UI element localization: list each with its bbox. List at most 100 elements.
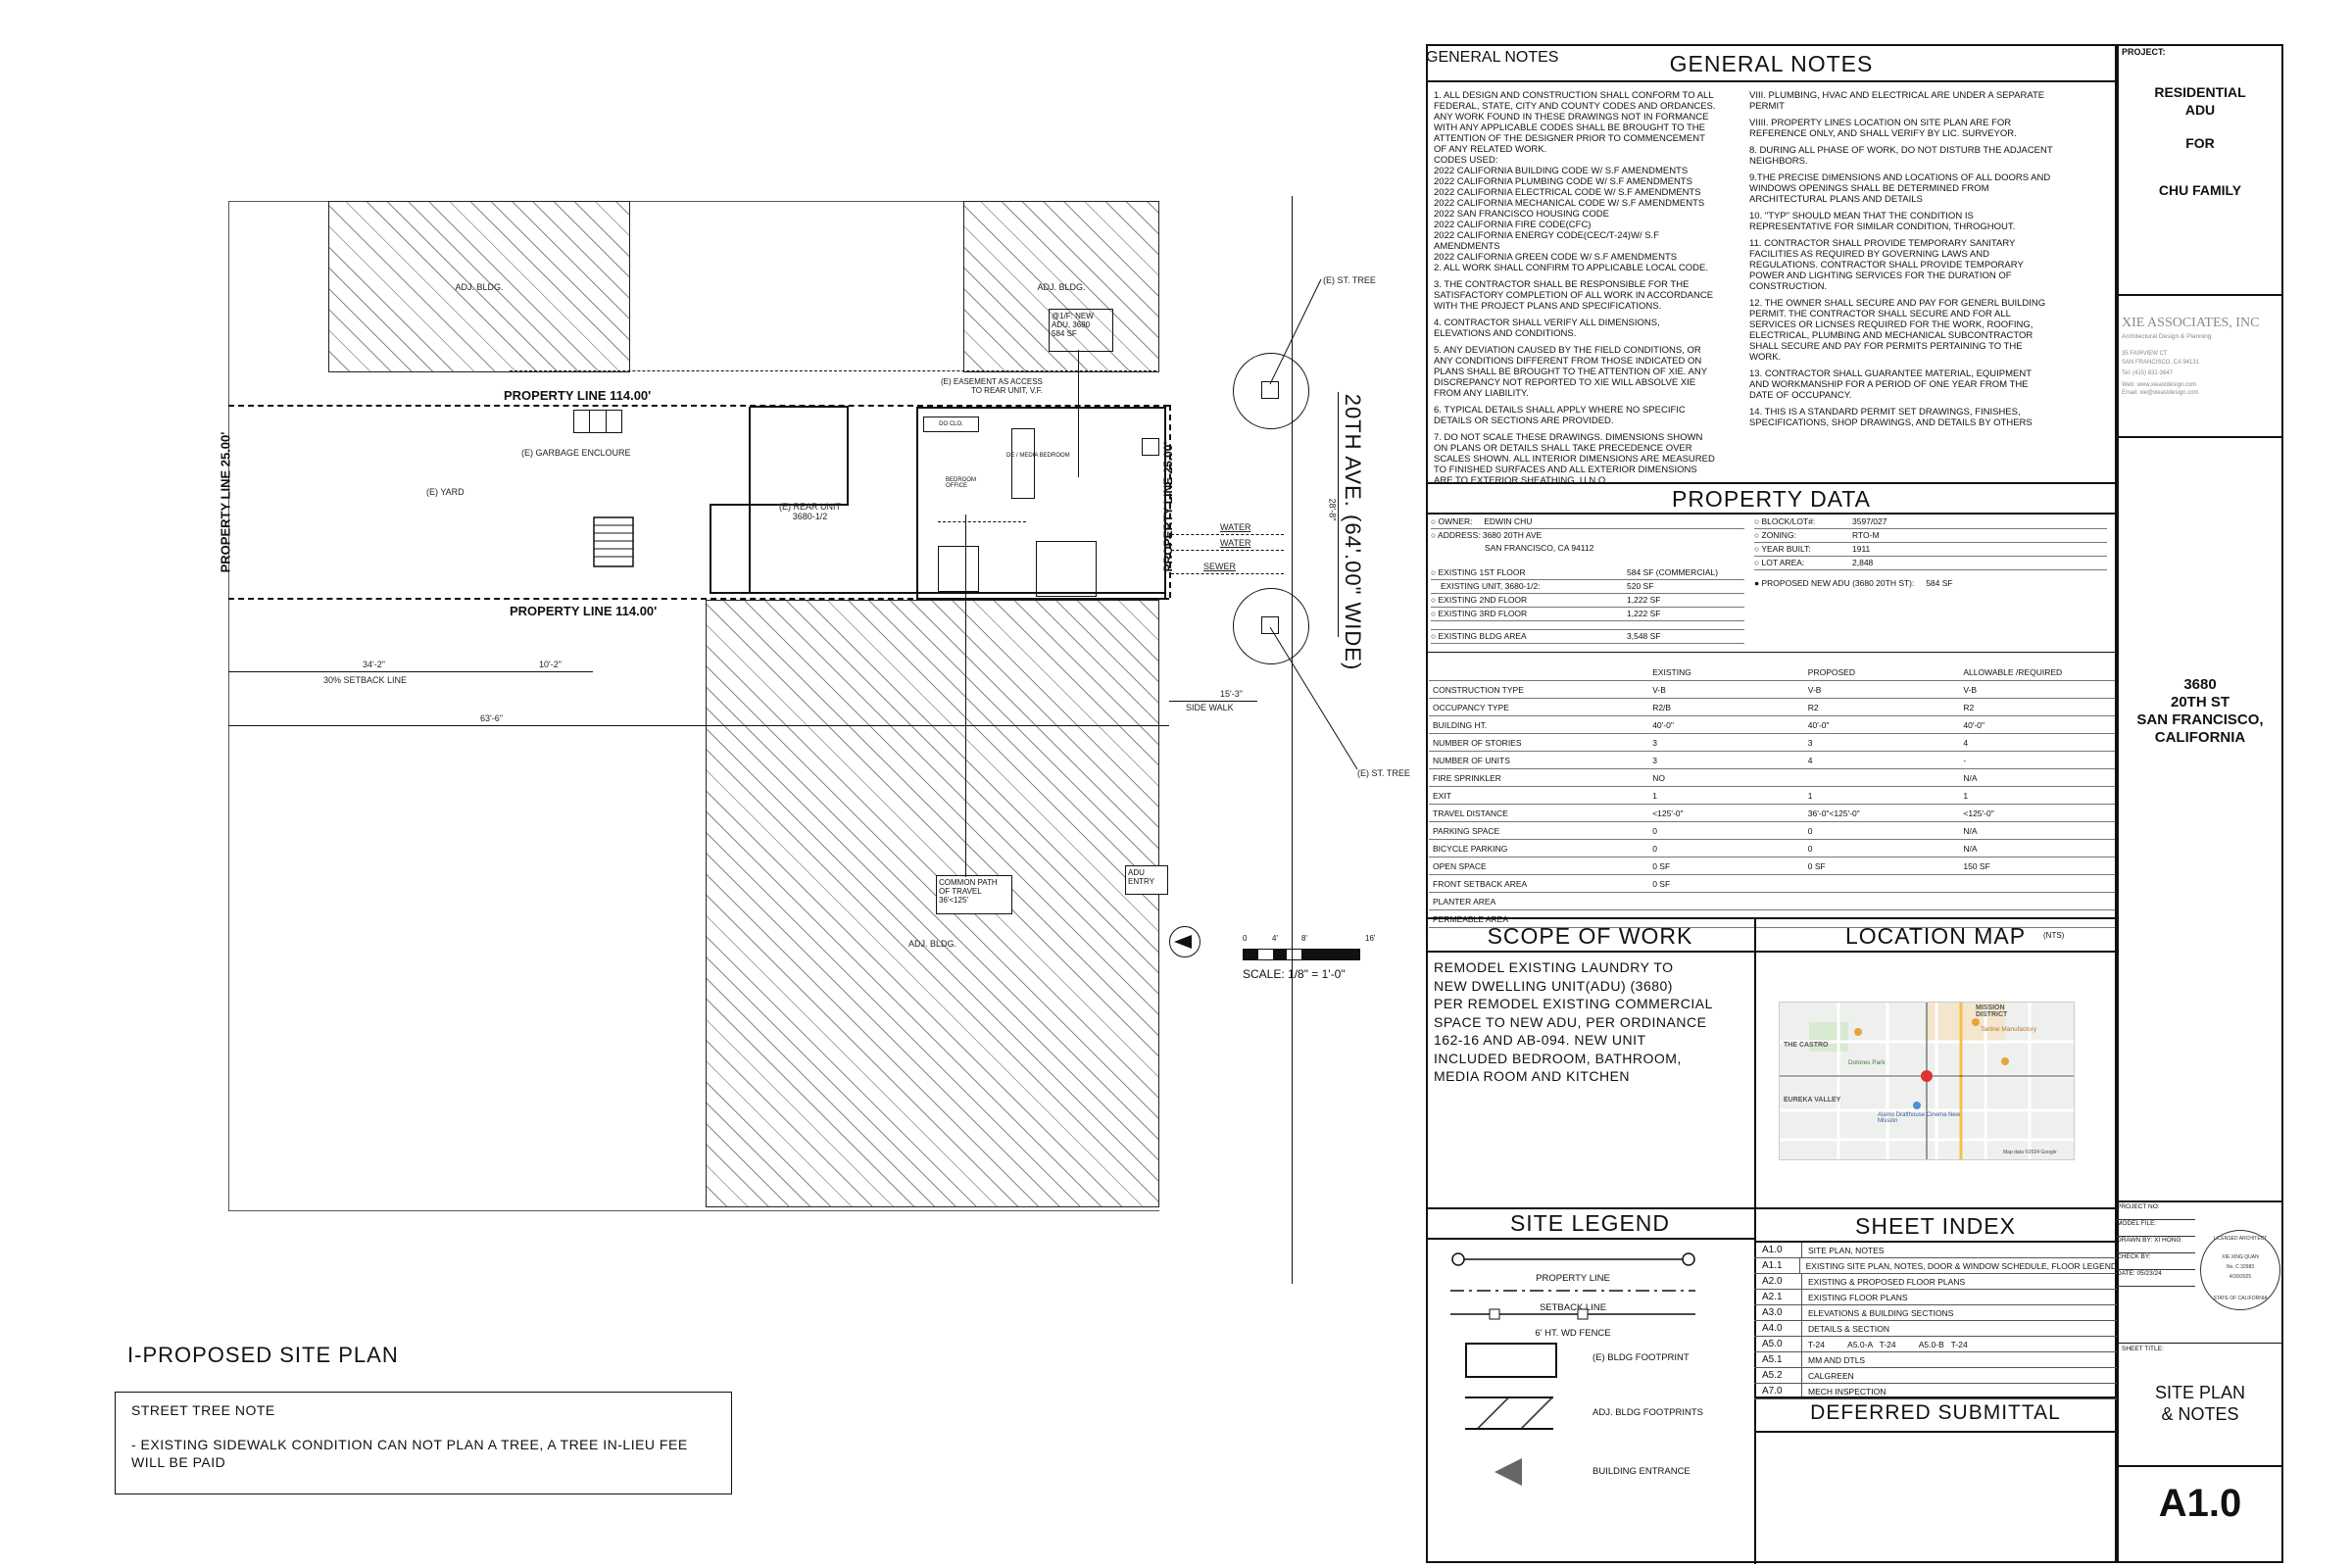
room-media: DE / MEDIA BEDROOM [1006,453,1070,459]
common-path-leader [965,514,966,877]
location-map[interactable]: THE CASTRO EUREKA VALLEY MISSION DISTRIC… [1779,1002,2075,1160]
firm-line: Tel: (415) 832-3647 [2122,370,2174,376]
sheet-number: A1.0 [2158,1482,2242,1525]
garbage-label: (E) GARBAGE ENCLOURE [521,448,631,458]
stamp-line: XIE XING QUAN [2222,1254,2259,1260]
property-table-cell: NO [1648,768,1804,787]
meta-fields: PROJECT NO: MODEL FILE: DRAWN BY: XI HON… [2117,1203,2195,1287]
nts-label: (NTS) [2043,931,2065,940]
property-table-cell: R2/B [1648,698,1804,716]
adj-bldg-label: ADJ. BLDG. [455,282,504,292]
water-line-1 [1171,534,1284,535]
divider [2117,294,2283,296]
new-adu-footprint: DO CLO. DE / MEDIA BEDROOM BEDROOM OFFIC… [916,407,1166,600]
meta-row: PROJECT NO: [2117,1203,2195,1220]
property-table-cell: - [1959,751,2115,769]
meta-value: XI HONG [2154,1237,2181,1244]
deferred-submittal-title: DEFERRED SUBMITTAL [1810,1401,2061,1424]
existing-bldg-label: EXISTING BLDG AREA [1438,631,1527,641]
new-adu-callout: @1/F: NEW ADU, 3680 584 SF [1049,309,1113,352]
existing-row: EXISTING UNIT, 3680-1/2:520 SF [1431,580,1744,594]
garbage-enclosure [573,410,622,433]
dim-10-line [495,671,593,672]
property-table-cell: 3 [1803,733,1960,752]
divider [1426,80,2117,82]
legend-label: 6' HT. WD FENCE [1535,1328,1611,1339]
water-1-label: WATER [1220,522,1251,532]
water-2-label: WATER [1220,538,1251,548]
dim-34-label: 34'-2" [363,660,385,669]
lot-area-row: ○ LOT AREA:2,848 [1754,557,2107,570]
meta-row: MODEL FILE: [2117,1220,2195,1237]
property-table-cell: OCCUPANCY TYPE [1429,698,1649,716]
stamp-line: No. C 32983 [2226,1264,2255,1270]
meta-row: CHECK BY: [2117,1253,2195,1270]
adj-building-3: ADJ. BLDG. [706,600,1159,1207]
general-notes-heading: GENERAL NOTES [1669,51,1874,76]
lot-area-label: LOT AREA: [1761,558,1805,567]
sheet-number-cell: A1.0 [1754,1243,1802,1257]
year-label: YEAR BUILT: [1761,544,1811,554]
kitchen-counter [1011,428,1035,499]
address-line: CALIFORNIA [2154,729,2246,746]
general-note: 1. ALL DESIGN AND CONSTRUCTION SHALL CON… [1434,90,1716,273]
easement-label: (E) EASEMENT AS ACCESS TO REAR UNIT, V.F… [941,377,1043,395]
property-table-row: TRAVEL DISTANCE<125'-0"36'-0"<125'-0"<12… [1429,804,2115,822]
block-lot-value: 3597/027 [1852,516,1887,526]
property-table-cell: 0 [1803,839,1960,858]
property-table-cell: 0 [1648,839,1804,858]
firm-line: Web: www.xieastdesign.com [2122,381,2197,388]
existing-bldg-value: 3,548 SF [1627,631,1661,641]
property-table-cell: 4 [1803,751,1960,769]
map-label: THE CASTRO [1784,1042,1829,1049]
lot-boundary-bottom [228,1210,1159,1211]
general-note: 7. DO NOT SCALE THESE DRAWINGS. DIMENSIO… [1434,432,1715,486]
divider [1426,482,2117,484]
sewer-label: SEWER [1203,562,1237,571]
sheet-description-cell: CALGREEN [1808,1370,1854,1381]
divider [2117,436,2283,438]
property-table-cell: PARKING SPACE [1429,821,1649,840]
property-line-top [228,405,1169,407]
existing-row-label: EXISTING UNIT, 3680-1/2: [1441,581,1541,591]
scale-tick: 4' [1272,934,1278,943]
year-row: ○ YEAR BUILT:1911 [1754,543,2107,557]
property-line-bottom [228,598,1169,600]
property-table-cell: N/A [1959,821,2115,840]
property-table-cell: N/A [1959,839,2115,858]
meta-row: DRAWN BY: XI HONG [2117,1237,2195,1253]
meta-label: DATE: [2117,1270,2135,1277]
legend-label: ADJ. BLDG FOOTPRINTS [1592,1407,1703,1418]
property-table-cell: EXIT [1429,786,1649,805]
street-tree-note-body: - EXISTING SIDEWALK CONDITION CAN NOT PL… [131,1437,688,1470]
property-table-cell [1959,874,2115,893]
proposed-adu-row: ● PROPOSED NEW ADU (3680 20TH ST): 584 S… [1754,578,1953,588]
map-streets [1780,1003,2074,1159]
site-legend-title: SITE LEGEND [1509,1210,1671,1236]
bath-block [938,546,979,592]
property-table-cell: R2 [1959,698,2115,716]
stair-block [1036,541,1097,597]
scale-tick: 0 [1243,934,1248,943]
general-note: 12. THE OWNER SHALL SECURE AND PAY FOR G… [1749,298,2046,363]
water-line-2 [1171,550,1284,551]
prop-line-left-label: PROPERTY LINE 25.00' [218,431,233,573]
proposed-adu-label: PROPOSED NEW ADU (3680 20TH ST): [1761,578,1915,588]
sheet-description-cell: MM AND DTLS [1808,1354,1866,1365]
property-table-cell: TRAVEL DISTANCE [1429,804,1649,822]
legend-adj-bldg-symbol [1465,1396,1553,1430]
rear-unit-label: (E) REAR UNIT 3680-1/2 [779,502,841,521]
firm-line: 35 FAIRVIEW CT [2122,351,2168,357]
legend-property-line: PROPERTY LINE [1450,1250,1735,1284]
sheet-number-cell: A1.1 [1754,1258,1800,1273]
